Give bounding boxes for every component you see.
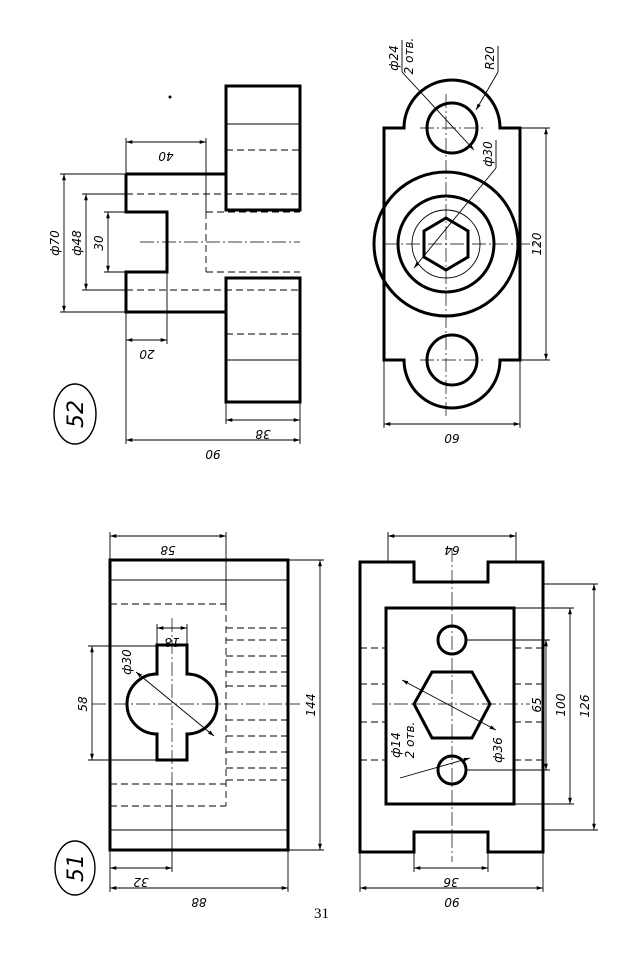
p51-dim-126: 126 <box>578 694 592 717</box>
p52-problem-label: 52 <box>53 383 97 445</box>
p52-dim-40: 40 <box>158 149 174 163</box>
page-number: 31 <box>314 906 329 922</box>
stray-dot <box>168 95 172 99</box>
p51-dim-phi36: ф36 <box>491 737 505 763</box>
p51-dim-64: 64 <box>444 543 459 557</box>
p51-dim-144: 144 <box>304 694 318 717</box>
p52-dim-phi30: ф30 <box>481 141 495 167</box>
p52-dim-holes: 2 отв. <box>402 38 416 75</box>
p52-dim-phi70: ф70 <box>48 230 62 256</box>
p52-top-view: ф24 2 отв. R20 ф30 120 60 <box>372 38 550 445</box>
p52-dim-r20: R20 <box>483 46 497 70</box>
p51-problem-label: 51 <box>54 840 96 896</box>
svg-text:51: 51 <box>64 854 89 882</box>
p51-dim-32: 32 <box>133 875 148 889</box>
p51-dim-90: 90 <box>444 895 460 909</box>
problem-52: ф70 ф48 30 40 20 38 90 <box>48 38 550 461</box>
p52-front-view: ф70 ф48 30 40 20 38 90 <box>48 84 302 461</box>
p52-dim-38: 38 <box>255 427 271 441</box>
p51-front-view: 58 18 ф30 58 144 32 88 <box>76 532 324 909</box>
p52-dim-90: 90 <box>205 447 221 461</box>
svg-text:52: 52 <box>64 400 89 428</box>
p51-dim-phi14: ф14 <box>389 732 403 758</box>
p52-dim-phi48: ф48 <box>70 230 84 256</box>
p51-dim-holes: 2 отв. <box>403 722 417 759</box>
p51-dim-65: 65 <box>530 697 544 712</box>
problem-51: 58 18 ф30 58 144 32 88 <box>54 532 598 909</box>
p51-dim-88: 88 <box>191 895 207 909</box>
p51-dim-36: 36 <box>443 875 459 889</box>
p51-dim-18: 18 <box>164 635 180 649</box>
p52-dim-60: 60 <box>444 431 460 445</box>
p51-dim-100: 100 <box>554 693 568 716</box>
p52-dim-120: 120 <box>530 232 544 255</box>
p51-top-view: 64 ф14 2 отв. ф36 65 100 126 36 90 <box>358 532 598 909</box>
p51-dim-58-top: 58 <box>160 543 176 557</box>
p52-dim-20: 20 <box>139 347 155 361</box>
p51-dim-58-left: 58 <box>76 696 90 712</box>
p51-dim-phi30: ф30 <box>120 649 134 675</box>
p52-dim-phi24: ф24 <box>387 45 401 71</box>
p52-dim-30: 30 <box>92 235 106 251</box>
